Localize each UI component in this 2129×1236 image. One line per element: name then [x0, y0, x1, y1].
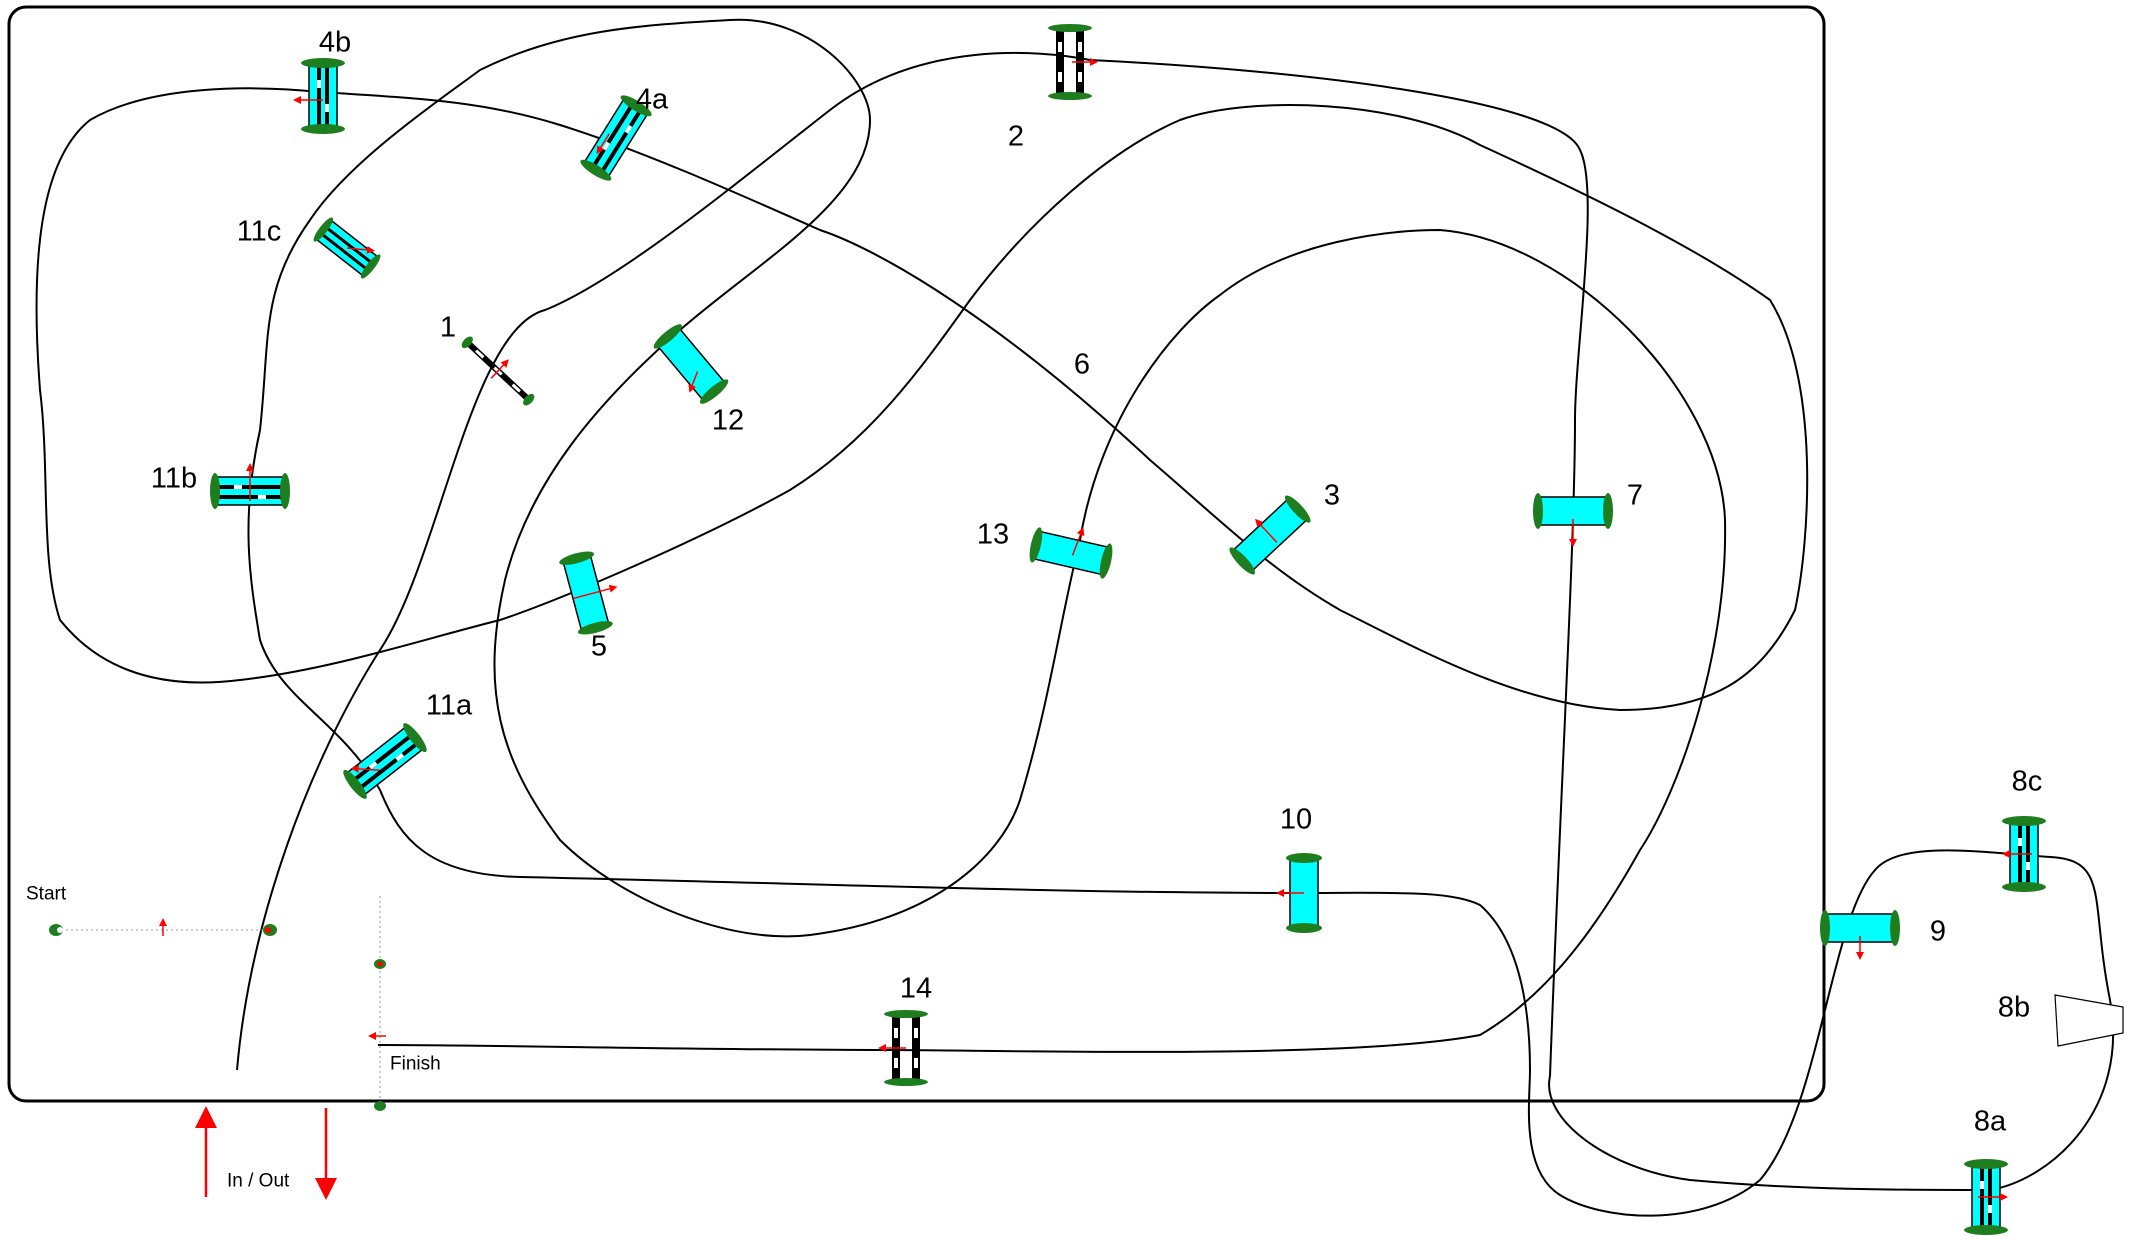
label-11b: 11b [150, 462, 198, 495]
obstacle-2 [1048, 24, 1098, 100]
arena-border [7, 5, 1826, 1103]
finish-label: Finish [390, 1053, 441, 1075]
in-out-arrows [195, 1106, 337, 1200]
label-4a: 4a [635, 83, 669, 116]
label-4b: 4b [318, 26, 352, 59]
obstacle-12 [653, 324, 729, 404]
obstacle-11c [313, 217, 381, 279]
label-8c: 8c [2011, 765, 2043, 798]
label-10: 10 [1279, 803, 1313, 836]
label-11a: 11a [425, 689, 473, 722]
obstacle-8c [2002, 816, 2046, 892]
obstacle-10 [1276, 853, 1322, 933]
start-line [49, 918, 277, 936]
label-6: 6 [1073, 348, 1091, 381]
label-14: 14 [899, 972, 933, 1005]
label-11c: 11c [236, 215, 282, 248]
finish-line [368, 896, 386, 1111]
obstacle-11b [210, 463, 290, 509]
obstacle-3 [1229, 495, 1311, 575]
label-12: 12 [711, 404, 745, 437]
in-out-label: In / Out [227, 1170, 290, 1192]
obstacle-14 [878, 1010, 928, 1086]
obstacle-8b [2054, 994, 2124, 1047]
label-7: 7 [1626, 479, 1644, 512]
label-5: 5 [590, 630, 608, 663]
obstacle-4b [293, 58, 345, 134]
obstacle-9 [1820, 910, 1900, 960]
label-1: 1 [439, 311, 457, 344]
obstacle-11a [343, 723, 427, 799]
label-8a: 8a [1973, 1105, 2007, 1138]
obstacle-1 [461, 336, 535, 406]
obstacle-4a [580, 95, 652, 181]
label-9: 9 [1929, 915, 1947, 948]
start-label: Start [26, 883, 67, 905]
obstacle-13 [1029, 527, 1113, 579]
label-8b: 8b [1997, 991, 2031, 1024]
obstacle-8a [1964, 1159, 2008, 1235]
obstacle-7 [1533, 493, 1613, 547]
course-path [35, 18, 2115, 1217]
label-3: 3 [1323, 479, 1341, 512]
obstacle-5 [559, 551, 618, 635]
label-2: 2 [1007, 120, 1025, 153]
label-13: 13 [976, 518, 1010, 551]
